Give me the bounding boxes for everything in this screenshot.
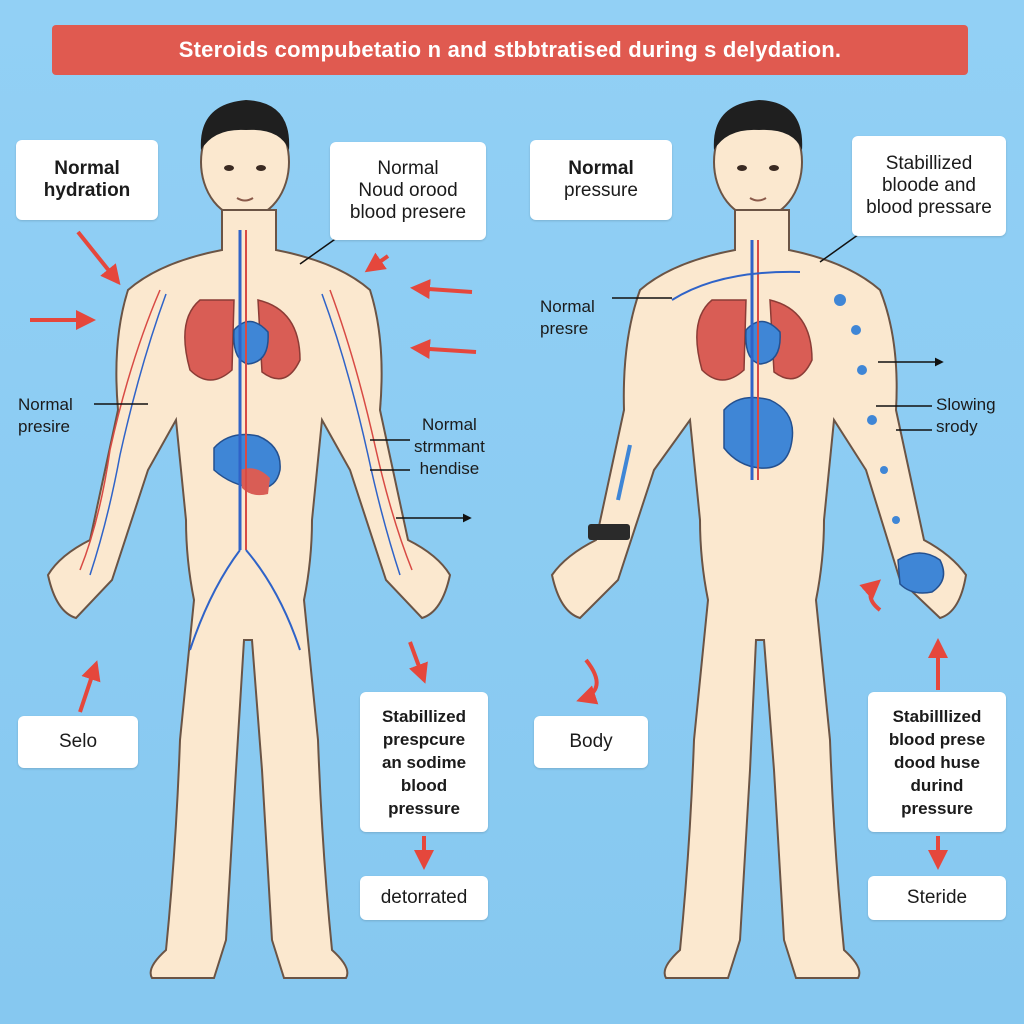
slowing-line2: srody xyxy=(936,417,978,436)
stabilized-right-line5: pressure xyxy=(901,798,973,818)
title-banner: Steroids compubetatio n and stbbtratised… xyxy=(52,25,968,75)
stabilized-left-line3: an sodime xyxy=(381,752,467,772)
blood-pressure-line3: blood presere xyxy=(349,202,467,223)
normal-presire-line2: presire xyxy=(18,417,70,436)
body-label: Body xyxy=(569,731,613,752)
normal-presre-line2: presre xyxy=(540,319,589,338)
stabilized-right-line2: blood prese xyxy=(888,729,986,749)
stomach-line1: Normal xyxy=(422,415,477,434)
stabilized-pressure-box-right: Stabilllized blood prese dood huse durin… xyxy=(868,692,1006,832)
left-body xyxy=(46,100,452,979)
stabilized-blood-pressure-box-top: Stabillized bloode and blood pressare xyxy=(852,136,1006,236)
stabilized-right-line4: durind xyxy=(910,775,964,795)
stabilized-left-line1: Stabillized xyxy=(381,706,467,726)
stabilized-right-line1: Stabilllized xyxy=(892,706,982,726)
steride-label: Steride xyxy=(906,887,968,908)
deterrated-label: detorrated xyxy=(380,887,468,908)
slowing-label: Slowing srody xyxy=(936,394,996,438)
normal-pressure-box: Normal pressure xyxy=(530,140,672,220)
normal-blood-pressure-box: Normal Noud orood blood presere xyxy=(330,142,486,240)
normal-presre-line1: Normal xyxy=(540,297,595,316)
normal-presire-label: Normal presire xyxy=(18,394,73,438)
normal-pressure-line2: pressure xyxy=(564,180,638,201)
stabilized-left-line5: pressure xyxy=(388,798,460,818)
normal-hydration-line2: hydration xyxy=(43,180,131,201)
normal-hydration-box: Normal hydration xyxy=(16,140,158,220)
stabilized-top-line1: Stabillized xyxy=(885,153,973,174)
normal-hydration-line1: Normal xyxy=(54,158,120,179)
stabilized-top-line2: bloode and xyxy=(881,175,977,196)
steride-box: Steride xyxy=(868,876,1006,920)
body-box: Body xyxy=(534,716,648,768)
stabilized-left-line2: prespcure xyxy=(382,729,466,749)
normal-presre-label: Normal presre xyxy=(540,296,595,340)
stabilized-pressure-box-left: Stabillized prespcure an sodime blood pr… xyxy=(360,692,488,832)
stabilized-right-line3: dood huse xyxy=(894,752,980,772)
deterrated-box: detorrated xyxy=(360,876,488,920)
right-body xyxy=(550,100,968,979)
stomach-line3: hendise xyxy=(419,459,480,478)
normal-pressure-line1: Normal xyxy=(568,158,634,179)
stomach-line2: strmmant xyxy=(414,437,485,456)
right-red-arrows xyxy=(576,579,948,870)
stabilized-left-line4: blood xyxy=(400,775,448,795)
left-red-arrows xyxy=(30,230,477,870)
normal-stomach-label: Normal strmmant hendise xyxy=(414,414,485,480)
stabilized-top-line3: blood pressare xyxy=(866,197,992,218)
blood-pressure-line1: Normal xyxy=(377,158,439,179)
selo-label: Selo xyxy=(58,731,98,752)
slowing-line1: Slowing xyxy=(936,395,996,414)
blood-pressure-line2: Noud orood xyxy=(358,180,458,201)
normal-presire-line1: Normal xyxy=(18,395,73,414)
selo-box: Selo xyxy=(18,716,138,768)
